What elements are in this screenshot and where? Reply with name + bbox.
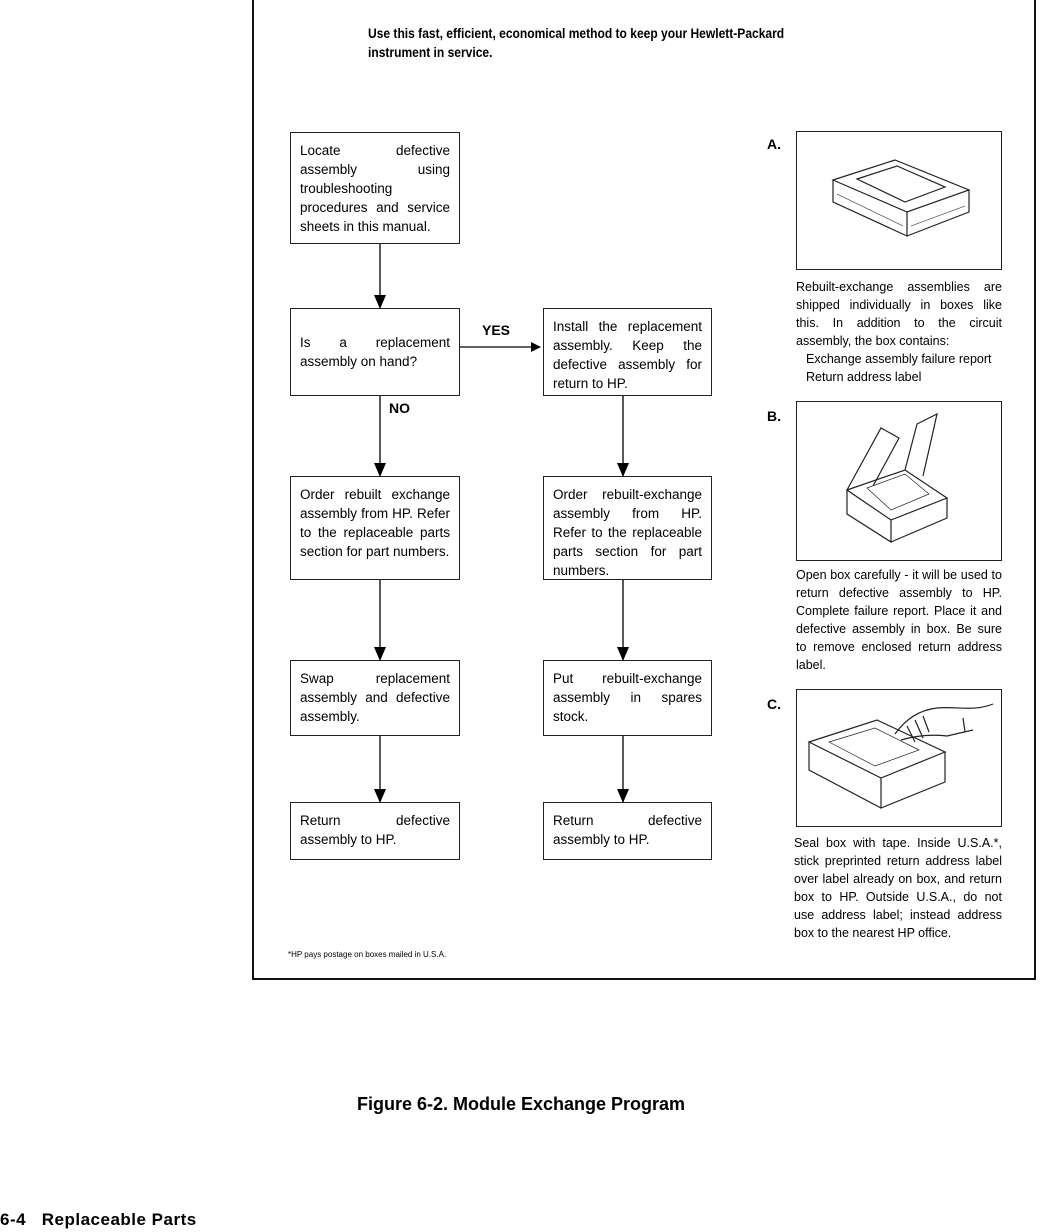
- panel-b-image: [796, 401, 1002, 561]
- panel-a-item-1: Exchange assembly failure report: [806, 352, 992, 366]
- step-order-right-text: Order rebuilt-exchange assembly from HP.…: [553, 487, 702, 578]
- panel-b-label: B.: [767, 408, 781, 424]
- panel-a-image: [796, 131, 1002, 270]
- step-order-left-text: Order rebuilt exchange assembly from HP.…: [300, 487, 450, 559]
- panel-a-label: A.: [767, 136, 781, 152]
- step-put-text: Put rebuilt-exchange assembly in spares …: [553, 671, 702, 724]
- panel-a-description: Rebuilt-exchange assemblies are shipped …: [796, 278, 1002, 386]
- no-label: NO: [389, 400, 410, 416]
- figure-frame: [252, 0, 1036, 980]
- open-box-icon: [845, 412, 949, 544]
- panel-a-text: Rebuilt-exchange assemblies are shipped …: [796, 280, 1002, 348]
- step-return-left-text: Return defective assembly to HP.: [300, 813, 450, 847]
- panel-c-text: Seal box with tape. Inside U.S.A.*, stic…: [794, 836, 1002, 940]
- postage-footnote: *HP pays postage on boxes mailed in U.S.…: [288, 950, 447, 959]
- step-install-text: Install the replacement assembly. Keep t…: [553, 319, 702, 391]
- step-order-right-box: Order rebuilt-exchange assembly from HP.…: [543, 476, 712, 580]
- page-footer: 6-4 Replaceable Parts: [0, 1210, 197, 1229]
- figure-caption: Figure 6-2. Module Exchange Program: [356, 1094, 686, 1114]
- step-swap-box: Swap replacement assembly and defective …: [290, 660, 460, 736]
- step-swap-text: Swap replacement assembly and defective …: [300, 671, 450, 724]
- step-question-text: Is a replacement assembly on hand?: [300, 335, 450, 369]
- step-locate-box: Locate defective assembly using troubles…: [290, 132, 460, 244]
- step-install-box: Install the replacement assembly. Keep t…: [543, 308, 712, 396]
- step-return-right-text: Return defective assembly to HP.: [553, 813, 702, 847]
- panel-c-description: Seal box with tape. Inside U.S.A.*, stic…: [794, 834, 1002, 942]
- panel-b-description: Open box carefully - it will be used to …: [796, 566, 1002, 674]
- panel-b-text: Open box carefully - it will be used to …: [796, 568, 1002, 672]
- sealing-box-icon: [807, 703, 994, 809]
- panel-c-image: [796, 689, 1002, 827]
- panel-a-item-2: Return address label: [806, 370, 922, 384]
- panel-c-label: C.: [767, 696, 781, 712]
- step-order-left-box: Order rebuilt exchange assembly from HP.…: [290, 476, 460, 580]
- step-put-box: Put rebuilt-exchange assembly in spares …: [543, 660, 712, 736]
- step-return-right-box: Return defective assembly to HP.: [543, 802, 712, 860]
- closed-box-icon: [831, 159, 971, 237]
- step-question-box: Is a replacement assembly on hand?: [290, 308, 460, 396]
- yes-label: YES: [482, 322, 511, 338]
- intro-text: Use this fast, efficient, economical met…: [368, 25, 785, 60]
- step-locate-text: Locate defective assembly using troubles…: [300, 143, 450, 234]
- step-return-left-box: Return defective assembly to HP.: [290, 802, 460, 860]
